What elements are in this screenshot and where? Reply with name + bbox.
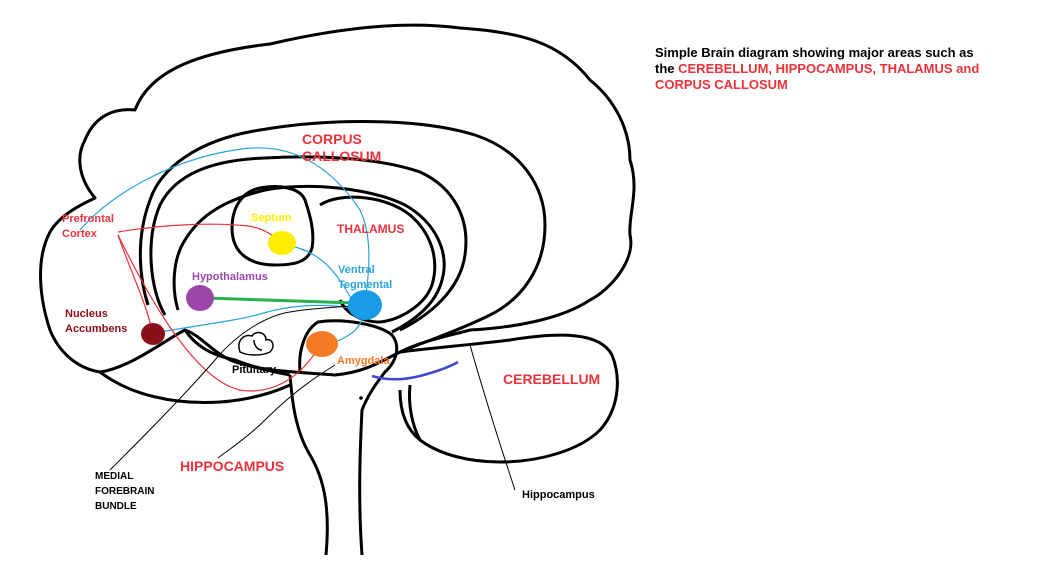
septum-label: Septum (251, 212, 292, 224)
nucleus-accumbens-label-line2: Accumbens (65, 323, 127, 335)
hypothalamus-node (186, 285, 214, 311)
hippocampus-red-label: HIPPOCAMPUS (180, 458, 284, 474)
brainstem-front-outline (288, 374, 329, 556)
cerebellum-outline (398, 333, 619, 464)
fornix-ring (172, 185, 446, 334)
pituitary-gland-icon (238, 331, 274, 356)
accumbens-to-vta-line (159, 304, 353, 333)
nucleus-accumbens-label-line1: Nucleus (65, 308, 108, 320)
prefrontal-label-line2: Cortex (62, 228, 98, 240)
medial-forebrain-bundle-label-line3: BUNDLE (95, 501, 137, 512)
hypothalamus-label: Hypothalamus (192, 271, 268, 283)
ventral-tegmental-label-line2: Tegmental (338, 279, 392, 291)
corpus-callosum-label-line1: CORPUS (302, 131, 362, 147)
diagram-caption: Simple Brain diagram showing major areas… (655, 45, 985, 93)
thalamus-region-outline (319, 195, 437, 324)
medial-forebrain-bundle-label-line2: FOREBRAIN (95, 486, 154, 497)
prefrontal-to-septum-line (117, 223, 281, 243)
ventral-tegmental-label-line1: Ventral (338, 264, 375, 276)
prefrontal-to-amygdala-line (117, 234, 321, 392)
amygdala-label: Amygdala (337, 355, 390, 367)
brainstem-outline (298, 319, 399, 556)
hippocampus-black-label: Hippocampus (522, 489, 595, 501)
caption-prefix: Simple Brain diagram showing major areas… (655, 45, 974, 76)
cerebellum-label: CEREBELLUM (503, 371, 600, 387)
medial-forebrain-bundle-line (204, 296, 356, 305)
mesocortical-pathway-line (79, 147, 370, 301)
cerebellum-inner-curve (408, 384, 422, 441)
caption-highlight: CEREBELLUM, HIPPOCAMPUS, THALAMUS and CO… (655, 61, 980, 92)
outer-brain-outline (39, 23, 636, 377)
septum-region-outline (230, 185, 315, 267)
thalamus-label: THALAMUS (337, 222, 404, 236)
prefrontal-to-accumbens-line (117, 234, 153, 331)
ventral-tegmental-node (348, 290, 382, 320)
septum-node (268, 231, 296, 255)
corpus-callosum-label-line2: CALLOSUM (302, 148, 381, 164)
small-dot-mark (359, 396, 363, 400)
amygdala-node (306, 331, 338, 357)
nucleus-accumbens-node (141, 323, 165, 345)
pituitary-label: Pituitary (232, 364, 277, 376)
medial-forebrain-bundle-label-line1: MEDIAL (95, 471, 133, 482)
hippocampus-stroke (371, 360, 459, 381)
hippocampus-pointer-line (217, 364, 336, 459)
prefrontal-label-line1: Prefrontal (62, 213, 114, 225)
hippocampus-black-pointer-line (469, 344, 516, 491)
mfb-guide-line (109, 305, 353, 471)
lower-brain-outline (183, 329, 291, 377)
medial-temporal-outline (99, 370, 291, 404)
cortex-inner-ring (138, 120, 547, 350)
corpus-callosum-ring (149, 155, 468, 332)
